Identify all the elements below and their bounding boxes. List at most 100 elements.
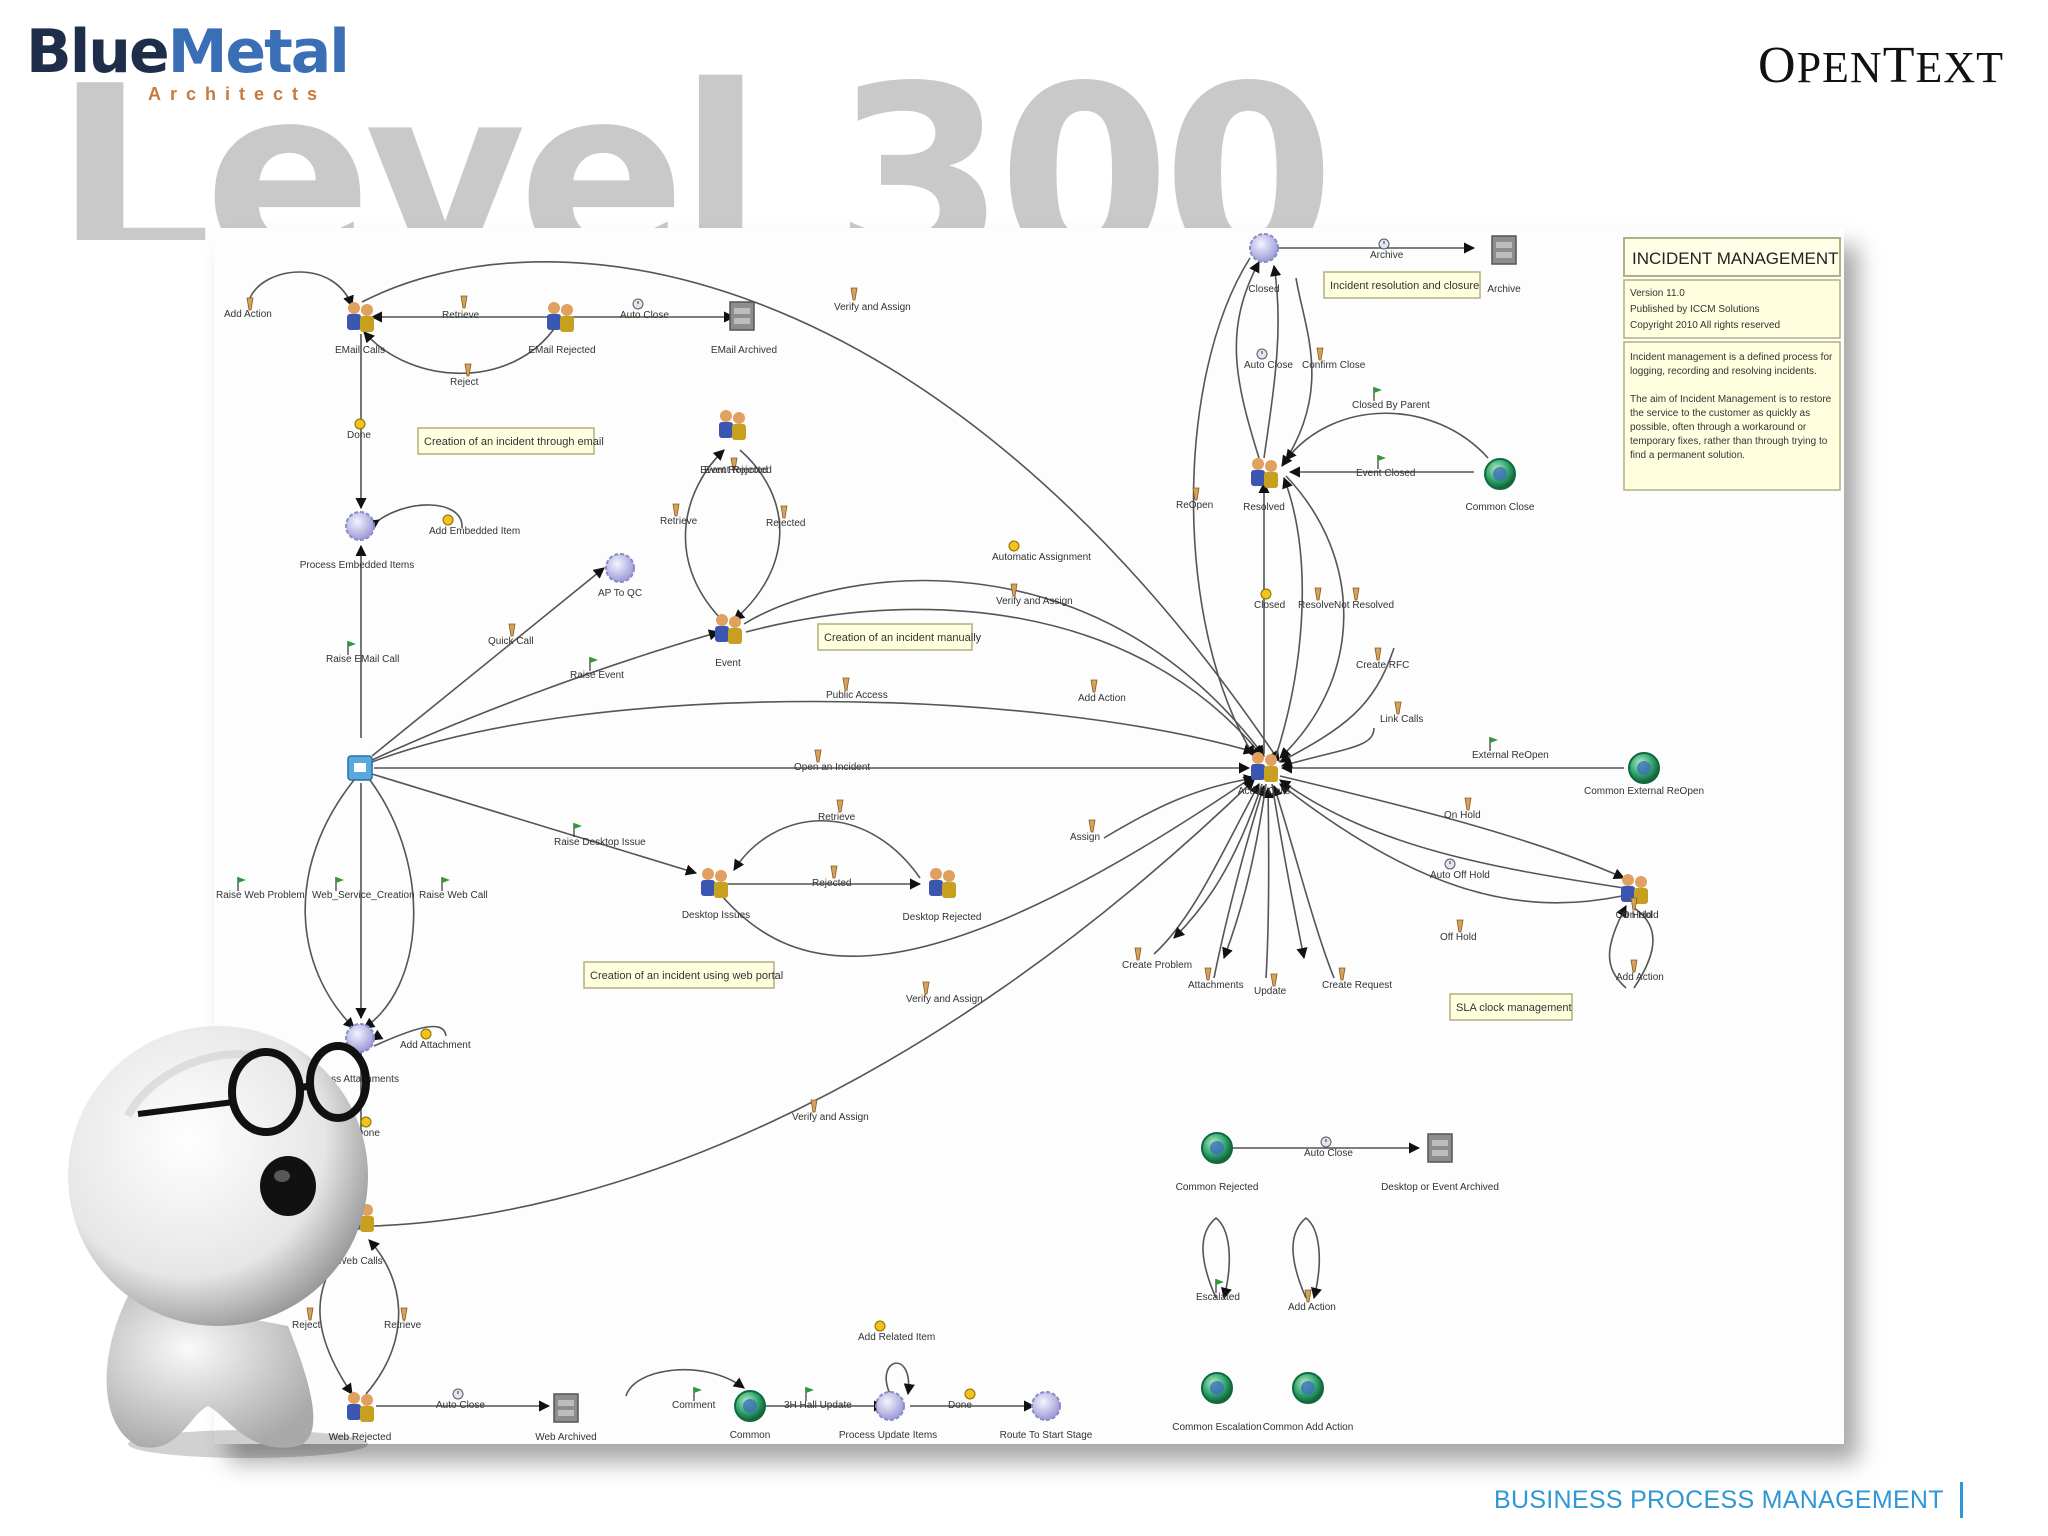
node-label: Web Calls (337, 1256, 382, 1267)
info-meta: Version 11.0 (1630, 288, 1685, 299)
auto-flag-icon (964, 1388, 976, 1400)
auto-flag-icon (354, 418, 366, 430)
globe-icon (734, 1390, 766, 1422)
gear-icon (875, 1391, 905, 1421)
globe-icon (1201, 1372, 1233, 1404)
edge-label: Closed By Parent (1352, 400, 1430, 411)
people-icon (1251, 458, 1278, 488)
edge-labels: Add Action Retrieve Auto Close Reject Ve… (216, 250, 1664, 1411)
action-flag-icon (1204, 967, 1212, 981)
node-label: EMail Archived (711, 345, 777, 356)
action-flag-icon (842, 677, 850, 691)
logo-blue: Blue (26, 17, 170, 87)
edge-label: Add Action (1288, 1302, 1336, 1313)
info-meta: Published by ICCM Solutions (1630, 304, 1760, 315)
edge-label: Reject (450, 377, 479, 388)
people-icon (719, 410, 746, 440)
people-icon (347, 302, 374, 332)
edge-label: Verify and Assign (906, 994, 983, 1005)
gear-icon (605, 553, 635, 583)
edge-label: Confirm Close (1302, 360, 1366, 371)
info-body: Incident management is a defined process… (1630, 352, 1833, 363)
globe-icon (1292, 1372, 1324, 1404)
edge-label: Auto Off Hold (1430, 870, 1490, 881)
action-flag-icon (1304, 1289, 1312, 1303)
edge-label: Public Access (826, 690, 888, 701)
auto-flag-icon (360, 1116, 372, 1128)
node-label: Web Rejected (329, 1432, 392, 1443)
gear-icon (1249, 233, 1279, 263)
auto-flag-icon (1008, 540, 1020, 552)
action-flag-icon (400, 1307, 408, 1321)
edge-label: Link Calls (1380, 714, 1423, 725)
action-flag-icon (1630, 959, 1638, 973)
edge-label: Add Action (1078, 693, 1126, 704)
edge-label: Update (1254, 986, 1287, 997)
info-box-title: INCIDENT MANAGEMENT (1632, 249, 1839, 268)
globe-icon (1484, 458, 1516, 490)
edge-label: Done (948, 1400, 972, 1411)
info-meta: Copyright 2010 All rights reserved (1630, 320, 1780, 331)
action-flag-icon (1316, 347, 1324, 361)
start-flag-icon (805, 1387, 814, 1401)
edge-label: Attachments (1188, 980, 1244, 991)
info-body: The aim of Incident Management is to res… (1630, 394, 1832, 405)
info-body: logging, recording and resolving inciden… (1630, 366, 1817, 377)
node-label: On Hold (1616, 910, 1653, 921)
people-icon (1621, 874, 1648, 904)
edge-label: Off Hold (1440, 932, 1477, 943)
info-body: the service to the customer as quickly a… (1630, 408, 1810, 419)
edge-label: Retrieve (660, 516, 698, 527)
edge-label: 3H Hall Update (784, 1400, 852, 1411)
auto-flag-icon (1260, 588, 1272, 600)
edge-label: Event Closed (1356, 468, 1415, 479)
archive-icon (1491, 235, 1517, 265)
action-flag-icon (1464, 797, 1472, 811)
node-label: Resolved (1243, 502, 1285, 513)
node-label: Web Archived (535, 1432, 597, 1443)
edge-label: Create Request (1322, 980, 1392, 991)
action-flag-icon (730, 457, 738, 471)
action-flag-icon (1456, 919, 1464, 933)
edge-label: Retrieve (384, 1320, 422, 1331)
note-email: Creation of an incident through email (417, 427, 604, 455)
edge-label: Auto Close (436, 1400, 485, 1411)
edge-label: Reject (292, 1320, 321, 1331)
logo-architects: Architects (148, 84, 327, 104)
edge-label: Add Embedded Item (429, 526, 520, 537)
start-flag-icon (441, 877, 450, 891)
auto-flag-icon (442, 514, 454, 526)
action-flag-icon (460, 295, 468, 309)
edge-label: Raise Web Call (419, 890, 488, 901)
svg-text:Incident resolution and closur: Incident resolution and closure (1330, 280, 1479, 292)
edge-label: ReOpen (1176, 500, 1213, 511)
edge-label: Auto Close (1304, 1148, 1353, 1159)
timer-flag-icon (632, 298, 644, 310)
timer-flag-icon (1320, 1136, 1332, 1148)
edge-label: Closed (1254, 600, 1285, 611)
edge-label: Not Resolved (1334, 600, 1394, 611)
globe-icon (1201, 1132, 1233, 1164)
action-flag-icon (836, 799, 844, 813)
archive-icon (729, 301, 755, 331)
edge-label: Web_Service_Creation (312, 890, 415, 901)
edge-label: Done (356, 1128, 380, 1139)
start-flag-icon (1373, 387, 1382, 401)
action-flag-icon (1374, 647, 1382, 661)
node-label: Desktop Rejected (903, 912, 982, 923)
edge-label: Add Action (224, 309, 272, 320)
edge-label: Create RFC (1356, 660, 1409, 671)
edge-label: Escalated (1196, 1292, 1240, 1303)
svg-text:Creation of an incident manual: Creation of an incident manually (824, 632, 982, 644)
edge-label: Rejected (766, 518, 805, 529)
action-flag-icon (1630, 897, 1638, 911)
node-label: Closed (1248, 284, 1279, 295)
node-label: Event Rejected (700, 465, 768, 476)
node-label: Route To Start Stage (1000, 1430, 1093, 1441)
incident-workflow-diagram: Add Action Retrieve Auto Close Reject Ve… (214, 228, 1844, 1444)
timer-flag-icon (1378, 238, 1390, 250)
node-label: Common (730, 1430, 771, 1441)
action-flag-icon (1338, 967, 1346, 981)
action-flag-icon (814, 749, 822, 763)
edge-label: Retrieve (442, 310, 480, 321)
